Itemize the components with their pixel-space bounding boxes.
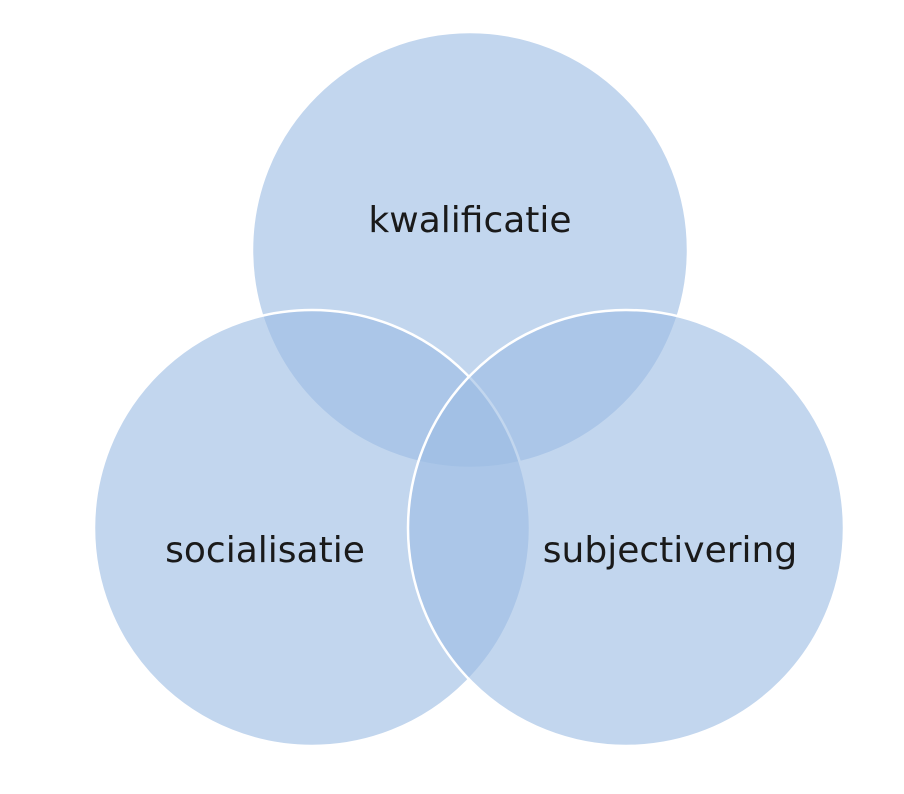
label-socialisatie: socialisatie [165, 530, 365, 571]
label-subjectivering: subjectivering [543, 530, 797, 571]
label-kwalificatie: kwalificatie [368, 200, 571, 241]
venn-labels: kwalificatie socialisatie subjectivering [165, 200, 797, 571]
venn-circles [92, 30, 846, 748]
circle-subjectivering [406, 308, 846, 748]
